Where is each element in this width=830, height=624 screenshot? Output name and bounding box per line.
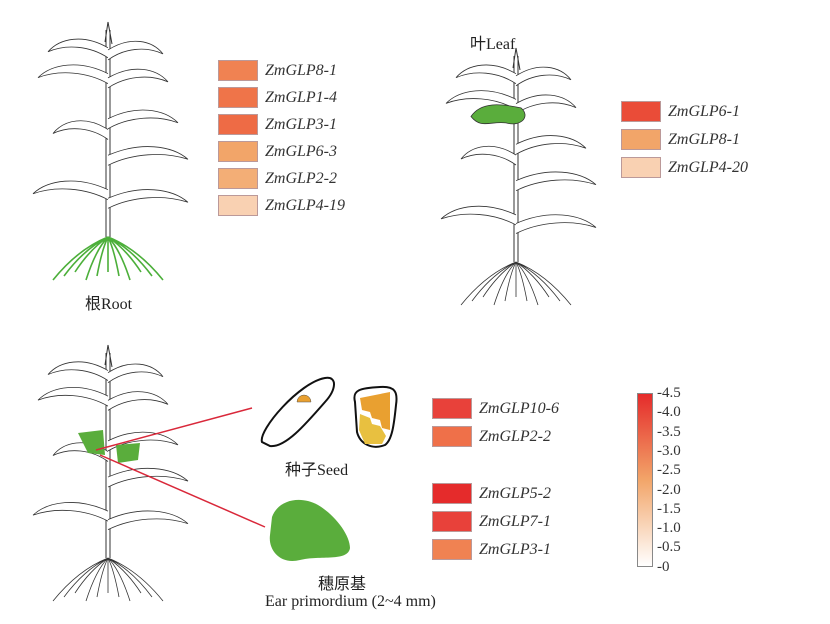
colorbar-tick-label: -4.5 <box>657 385 681 401</box>
swatch-leaf <box>621 101 661 122</box>
seed-label: 种子Seed <box>285 462 349 479</box>
leaf-outline <box>37 64 109 84</box>
callout-line-seed <box>95 407 253 451</box>
ear-label-en: Ear primordium (2~4 mm) <box>265 593 436 610</box>
colorbar-tick-label: -1.5 <box>657 500 681 517</box>
swatch-leaf <box>621 129 661 150</box>
colorbar-tick-label: -1.0 <box>657 520 681 537</box>
swatch-ear <box>432 539 472 560</box>
colorbar-tick-label: -3.0 <box>657 442 681 459</box>
swatch-root <box>218 114 258 135</box>
gene-label: ZmGLP10-6 <box>479 400 560 417</box>
gene-label: ZmGLP5-2 <box>479 485 552 502</box>
gene-label: ZmGLP4-20 <box>668 159 749 176</box>
leaf-outline <box>32 502 109 522</box>
plant-ear <box>32 344 189 602</box>
leaf-outline <box>460 145 517 166</box>
leaf-outline <box>107 363 164 384</box>
highlighted-ear <box>116 443 140 463</box>
leaf-label: 叶Leaf <box>470 36 516 53</box>
swatch-leaf <box>621 157 661 178</box>
leaf-outline <box>515 94 577 114</box>
leaf-outline <box>445 90 517 110</box>
gene-label: ZmGLP7-1 <box>479 513 552 530</box>
leaf-outline <box>52 120 109 140</box>
roots <box>460 261 572 306</box>
leaf-outline <box>515 171 597 192</box>
leaf-outline <box>107 68 169 89</box>
leaf-outline <box>107 189 189 209</box>
seed-callouts <box>95 376 398 561</box>
leaf-outline <box>37 387 109 407</box>
gene-label: ZmGLP3-1 <box>479 541 552 558</box>
gene-label: ZmGLP8-1 <box>668 131 741 148</box>
colorbar-tick-label: -3.5 <box>657 423 681 440</box>
swatch-ear <box>432 511 472 532</box>
swatch-root <box>218 195 258 216</box>
roots <box>52 557 164 602</box>
swatch-ear <box>432 483 472 504</box>
callout-line-ear <box>99 454 266 528</box>
ear-label-cn: 穗原基 <box>318 576 367 593</box>
swatch-root <box>218 168 258 189</box>
leaf-outline <box>107 40 164 61</box>
gene-label: ZmGLP2-2 <box>479 428 552 445</box>
gene-label: ZmGLP2-2 <box>265 170 338 187</box>
leaf-outline <box>455 64 517 85</box>
swatch-root <box>218 87 258 108</box>
colorbar-tick-label: -0 <box>657 558 670 575</box>
endosperm-icon <box>360 392 390 430</box>
leaf-outline <box>47 38 109 59</box>
colorbar-tick-label: -4.0 <box>657 404 681 421</box>
swatch-seed <box>432 398 472 419</box>
swatch-seed <box>432 426 472 447</box>
gene-label: ZmGLP6-3 <box>265 143 338 160</box>
leaf-outline <box>515 135 587 155</box>
leaf-outline <box>107 467 189 488</box>
leaf-outline <box>107 391 169 411</box>
colorbar-tick-label: -0.5 <box>657 539 681 556</box>
seed-longitudinal-icon <box>260 376 335 448</box>
plant-root <box>32 21 189 281</box>
seed-yellow-region-icon <box>359 414 386 444</box>
swatch-root <box>218 60 258 81</box>
leaf-outline <box>47 361 109 381</box>
gene-label: ZmGLP4-19 <box>265 197 346 214</box>
plant-leaf <box>440 47 597 306</box>
gene-label: ZmGLP8-1 <box>265 62 338 79</box>
highlighted-leaf <box>470 104 526 125</box>
leaf-outline <box>107 146 189 166</box>
gene-label: ZmGLP6-1 <box>668 103 741 120</box>
embryo-icon <box>296 394 312 403</box>
colorbar-tick-label: -2.0 <box>657 481 681 498</box>
leaf-outline <box>515 66 572 87</box>
root-label: 根Root <box>85 296 133 313</box>
leaf-outline <box>32 180 109 201</box>
leaf-outline <box>515 214 597 234</box>
gene-label: ZmGLP3-1 <box>265 116 338 133</box>
roots <box>52 236 164 281</box>
swatch-root <box>218 141 258 162</box>
gene-label: ZmGLP1-4 <box>265 89 338 106</box>
colorbar <box>637 393 653 567</box>
leaf-outline <box>107 431 179 452</box>
colorbar-tick-label: -2.5 <box>657 462 681 479</box>
ear-primordium-icon <box>269 499 350 561</box>
leaf-outline <box>107 510 189 531</box>
leaf-outline <box>107 109 179 130</box>
leaf-outline <box>440 205 517 226</box>
